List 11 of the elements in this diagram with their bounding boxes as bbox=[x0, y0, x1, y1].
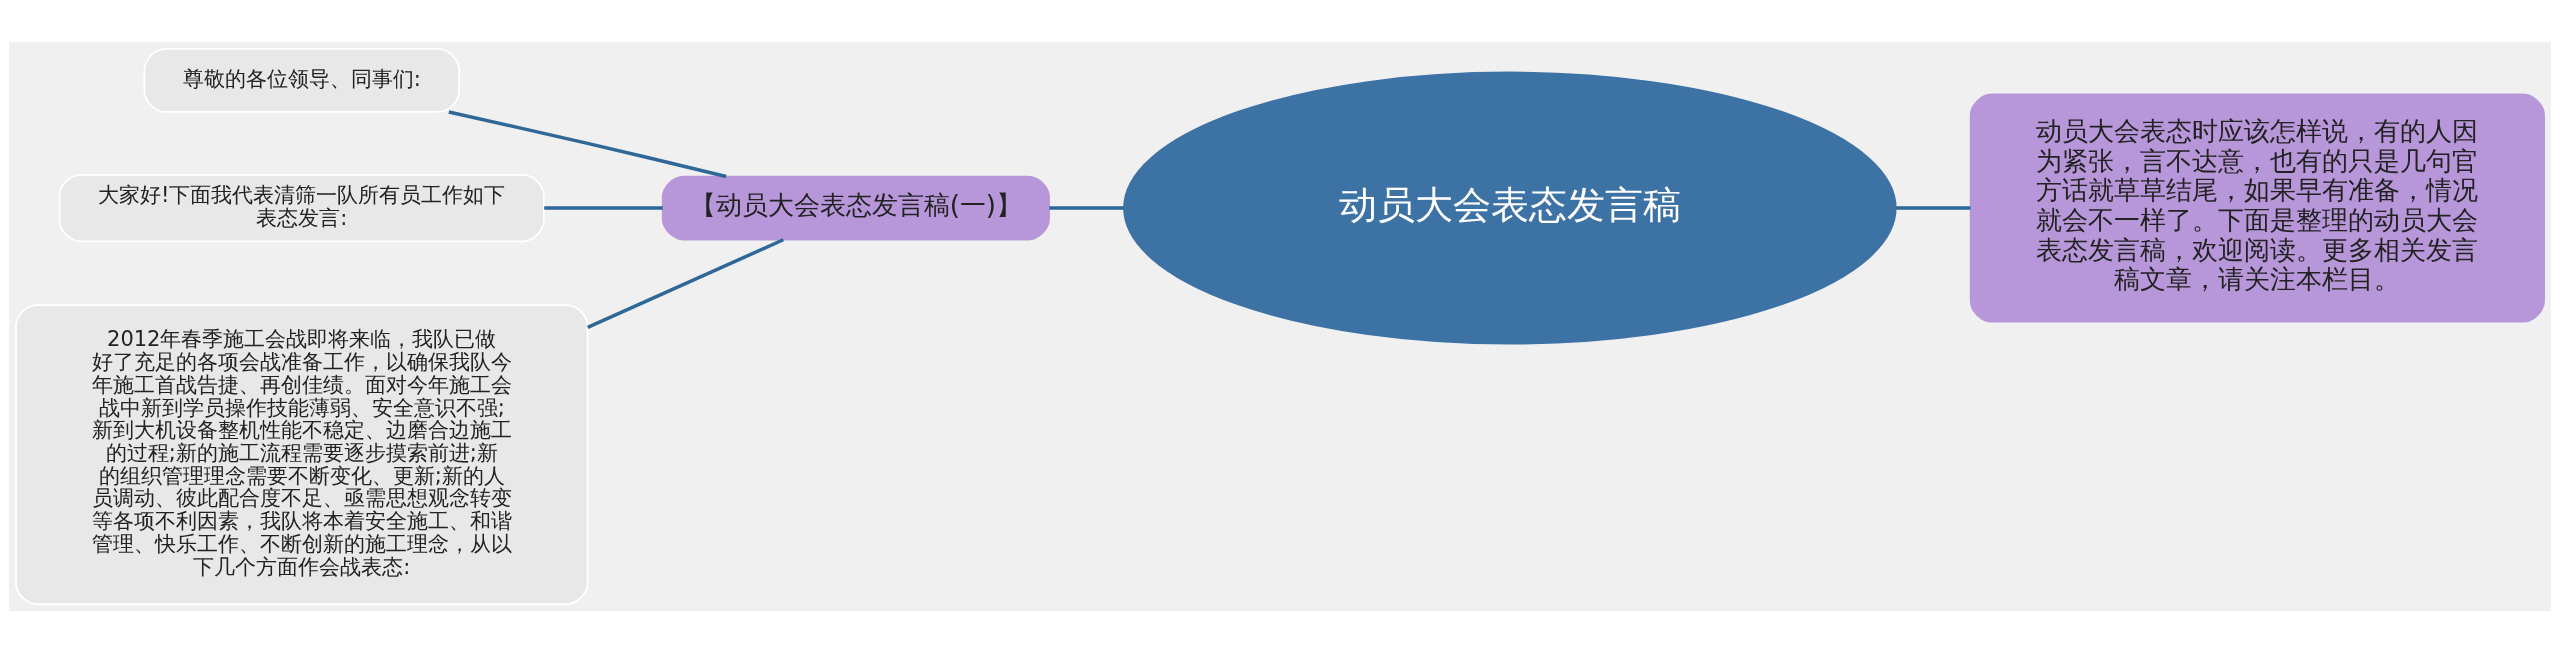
connector bbox=[544, 206, 663, 210]
node-box: 大家好!下面我代表清筛一队所有员工作如下表态发言: bbox=[58, 173, 545, 243]
connector bbox=[448, 110, 727, 179]
connector bbox=[1049, 206, 1125, 210]
connector bbox=[586, 238, 785, 329]
node-ellipse: 动员大会表态发言稿 bbox=[1123, 71, 1897, 345]
node-box: 动员大会表态时应该怎样说，有的人因为紧张，言不达意，也有的只是几句官方话就草草结尾，如果早有准备，情况就会不一样了。下面是整理的动员大会表态发言稿，欢迎阅读。更多相关发言稿文章，请关注本栏目。 bbox=[1969, 93, 2545, 323]
node-box: 尊敬的各位领导、同事们: bbox=[143, 48, 460, 113]
connector bbox=[1895, 206, 1971, 210]
node-box: 【动员大会表态发言稿(一)】 bbox=[661, 175, 1050, 241]
node-box: 2012年春季施工会战即将来临，我队已做好了充足的各项会战准备工作，以确保我队今年施工首战告捷、再创佳绩。面对今年施工会战中新到学员操作技能薄弱、安全意识不强;新到大机设备整机性能不稳定、边磨合边施工的过程;新的施工流程需要逐步摸索前进;新的组织管理理念需要不断变化、更新;新的人员调动、彼此配合度不足、亟需思想观念转变等各项不利因素，我队将本着安全施工、和谐管理、快乐工作、不断创新的施工理念，从以下几个方面作会战表态: bbox=[15, 304, 589, 605]
